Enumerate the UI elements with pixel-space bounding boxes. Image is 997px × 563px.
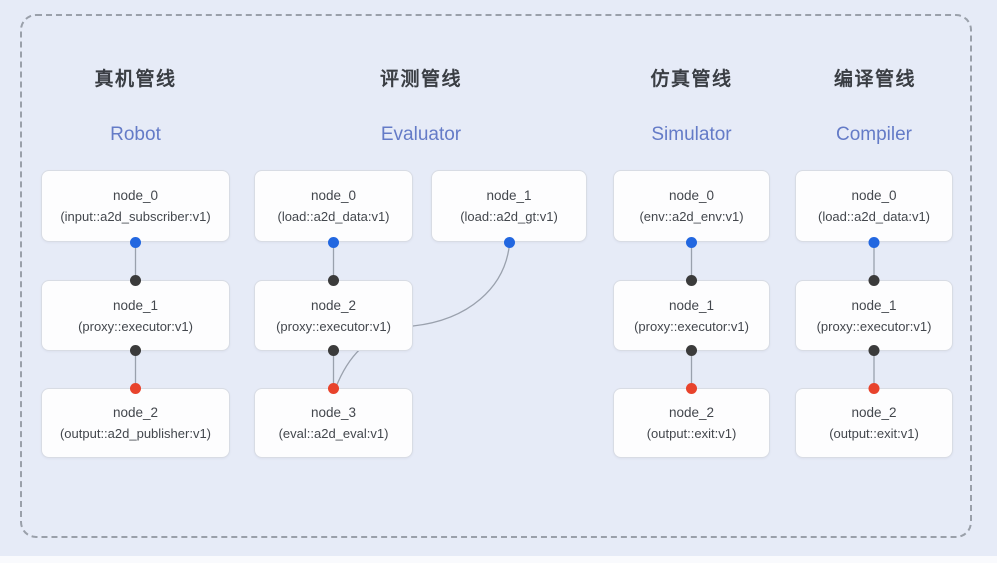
node-name: node_1	[112, 297, 159, 313]
pipeline-title-cn-simulator: 仿真管线	[650, 69, 733, 90]
node-type: (load::a2d_data:v1)	[817, 209, 931, 224]
node-name: node_1	[668, 297, 715, 313]
node-name: node_2	[851, 405, 897, 420]
node-name: node_0	[112, 188, 159, 203]
node-name: node_0	[851, 188, 897, 203]
compiler-node-2-box: node_2 (output::exit:v1)	[795, 388, 953, 458]
evaluator-node-1-box: node_1 (load::a2d_gt:v1)	[431, 170, 587, 242]
simulator-node-1-box: node_1 (proxy::executor:v1)	[613, 280, 770, 351]
pipeline-title-en-compiler: Compiler	[835, 124, 913, 145]
node-type: (output::exit:v1)	[646, 426, 737, 441]
robot-node-2-box: node_2 (output::a2d_publisher:v1)	[41, 388, 230, 458]
node-name: node_0	[668, 188, 715, 203]
node-name: node_2	[112, 405, 159, 420]
node-name: node_2	[310, 297, 357, 313]
node-type: (eval::a2d_eval:v1)	[278, 426, 389, 441]
simulator-node-0-box: node_0 (env::a2d_env:v1)	[613, 170, 770, 242]
bottom-edge-strip	[0, 556, 997, 563]
pipeline-title-en-simulator: Simulator	[651, 124, 732, 145]
node-type: (proxy::executor:v1)	[634, 318, 749, 334]
node-name: node_2	[668, 405, 715, 420]
node-type: (input::a2d_subscriber:v1)	[60, 209, 211, 224]
node-type: (output::exit:v1)	[829, 426, 919, 441]
robot-node-0-box: node_0 (input::a2d_subscriber:v1)	[41, 170, 230, 242]
node-type: (env::a2d_env:v1)	[639, 209, 744, 224]
dashed-border-frame	[20, 14, 972, 538]
node-type: (proxy::executor:v1)	[78, 318, 193, 334]
pipeline-title-en-robot: Robot	[110, 124, 161, 145]
evaluator-node-3-box: node_3 (eval::a2d_eval:v1)	[254, 388, 413, 458]
pipeline-title-en-evaluator: Evaluator	[380, 124, 462, 145]
pipeline-title-cn-robot: 真机管线	[94, 69, 177, 90]
node-type: (proxy::executor:v1)	[816, 318, 932, 334]
node-name: node_1	[851, 297, 897, 313]
node-name: node_0	[310, 188, 357, 203]
compiler-node-1-box: node_1 (proxy::executor:v1)	[795, 280, 953, 351]
evaluator-node-0-box: node_0 (load::a2d_data:v1)	[254, 170, 413, 242]
node-type: (load::a2d_data:v1)	[277, 209, 390, 224]
node-name: node_3	[310, 405, 357, 420]
node-type: (output::a2d_publisher:v1)	[59, 426, 212, 441]
compiler-node-0-box: node_0 (load::a2d_data:v1)	[795, 170, 953, 242]
robot-node-1-box: node_1 (proxy::executor:v1)	[41, 280, 230, 351]
simulator-node-2-box: node_2 (output::exit:v1)	[613, 388, 770, 458]
node-type: (load::a2d_gt:v1)	[460, 209, 558, 224]
node-type: (proxy::executor:v1)	[276, 318, 391, 334]
pipeline-title-cn-evaluator: 评测管线	[379, 69, 463, 90]
pipeline-title-cn-compiler: 编译管线	[833, 69, 917, 90]
evaluator-node-2-box: node_2 (proxy::executor:v1)	[254, 280, 413, 351]
node-name: node_1	[486, 188, 532, 203]
